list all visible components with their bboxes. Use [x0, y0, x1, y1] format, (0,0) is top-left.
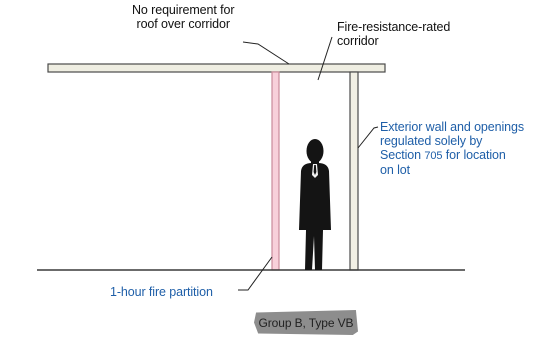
partition-leader: [238, 256, 273, 291]
exterior-wall: [349, 71, 359, 271]
person-icon: [299, 139, 331, 270]
roof-beam: [47, 63, 386, 73]
roof-note-line1: No requirement for: [132, 3, 235, 17]
exterior-note-line4: on lot: [380, 163, 410, 177]
corridor-note-line1: Fire-resistance-rated: [337, 20, 451, 34]
roof-note-line2: roof over corridor: [136, 17, 230, 31]
rated-partition: [271, 71, 280, 271]
exterior-note-line3-pre: Section: [380, 148, 425, 162]
corridor-leader: [317, 36, 333, 81]
partition-note: 1-hour fire partition: [110, 285, 213, 299]
exterior-note-line2: regulated solely by: [380, 134, 483, 148]
occupancy-badge: Group B, Type VB: [254, 310, 358, 335]
exterior-leader: [357, 126, 379, 149]
roof-leader: [242, 41, 290, 65]
exterior-note-line1: Exterior wall and openings: [380, 120, 525, 134]
corridor-note-line2: corridor: [337, 34, 379, 48]
roof-note: No requirement for roof over corridor: [132, 3, 235, 31]
occupancy-badge-label: Group B, Type VB: [258, 315, 354, 330]
section-number: 705: [424, 150, 443, 162]
exterior-wall-note: Exterior wall and openings regulated sol…: [380, 120, 524, 177]
exterior-note-line3-post: for location: [442, 148, 506, 162]
corridor-note: Fire-resistance-rated corridor: [337, 20, 450, 48]
